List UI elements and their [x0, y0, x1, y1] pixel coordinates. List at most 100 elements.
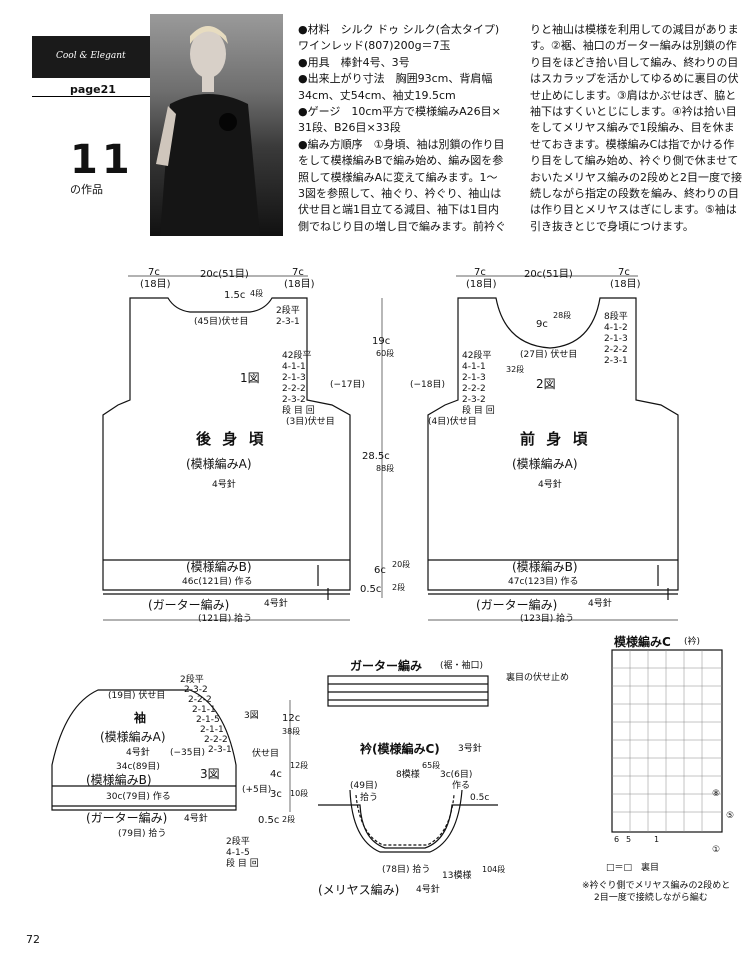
- collar-outline: [318, 804, 498, 849]
- sleeve-height-2-rows: 12段: [290, 761, 309, 770]
- collar-title: 衿(模様編みC): [360, 742, 440, 756]
- back-fig-label: 1図: [240, 371, 260, 385]
- pattern-c-title: 模様編みC: [614, 635, 671, 649]
- front-armhole-dec-0: 42段平: [462, 351, 492, 361]
- pattern-c-col-5: 5: [626, 835, 632, 844]
- sleeve-cap-dec-7: 2-3-1: [208, 745, 232, 755]
- sleeve-cap-dec-2: 2-2-2: [188, 695, 212, 705]
- pattern-c-note-2: 2目一度で接続しながら編む: [594, 893, 708, 903]
- garter-chart-note: 裏目の伏せ止め: [506, 673, 570, 683]
- collar-d2: 作る: [452, 781, 471, 791]
- work-suffix: の作品: [70, 183, 103, 196]
- height-2-rows: 88段: [376, 464, 395, 473]
- sleeve-cap-dec-0: 2段平: [180, 675, 204, 685]
- back-outline: [102, 297, 351, 591]
- sleeve-bind-side: 伏せ目: [252, 749, 280, 759]
- back-cast-on: 46c(121目) 作る: [182, 577, 253, 587]
- front-shoulder-width-r: 7c: [618, 267, 630, 278]
- sleeve-height-4-rows: 2段: [282, 815, 296, 824]
- front-armhole-dec-1: 4-1-1: [462, 362, 486, 372]
- front-armhole-bind: (4目)伏せ目: [428, 417, 477, 427]
- back-shoulder-stitches-r: (18目): [284, 279, 315, 290]
- collar-b: 拾う: [360, 793, 379, 803]
- back-garter-needle: 4号針: [264, 599, 288, 609]
- front-armhole-dec-4: 2-3-2: [462, 395, 486, 405]
- armhole-dec-5: 段 目 回: [282, 406, 315, 416]
- pattern-c-arrow-1: ①: [712, 845, 721, 855]
- height-1-rows: 60段: [376, 349, 395, 358]
- collar-e: 0.5c: [470, 793, 490, 803]
- back-pattern: (模様編みA): [186, 457, 252, 471]
- back-garter: (ガーター編み): [148, 598, 230, 612]
- instr-paragraph: りと袖山は模様を利用しての減目があります。②裾、袖口のガーター編みは別鎖の作り目…: [530, 23, 742, 233]
- collar-f: (78目) 拾う: [382, 865, 431, 875]
- front-title: 前 身 頃: [520, 430, 591, 448]
- collar-g-rows: 104段: [482, 865, 506, 874]
- back-neck-depth: 1.5c: [224, 290, 246, 301]
- height-2: 28.5c: [362, 451, 390, 462]
- height-3-rows: 20段: [392, 560, 411, 569]
- collar-c: 8模様: [396, 770, 420, 780]
- back-armhole-bind: (3目)伏せ目: [286, 417, 335, 427]
- instr-line: ●出来上がり寸法 胸囲93cm、背肩幅: [298, 72, 493, 86]
- collar-c-rows: 65段: [422, 761, 441, 770]
- height-3: 6c: [374, 565, 386, 576]
- collar-d: 3c(6目): [440, 770, 473, 780]
- instructions-col2: りと袖山は模様を利用しての減目があります。②裾、袖口のガーター編みは別鎖の作り目…: [530, 22, 742, 235]
- front-neck-bind: (27目) 伏せ目: [520, 350, 578, 360]
- back-shoulder-width-r: 7c: [292, 267, 304, 278]
- sleeve-band: (模様編みB): [86, 773, 152, 787]
- collar-base: (メリヤス編み): [318, 883, 400, 897]
- height-4-rows: 2段: [392, 583, 406, 592]
- collar-g: 13模様: [442, 871, 472, 881]
- instructions-col1: ●材料 シルク ドゥ シルク(合太タイプ) ワインレッド(807)200g＝7玉…: [298, 22, 520, 235]
- instr-line: 31段、B26目×33段: [298, 121, 401, 135]
- model-silhouette: [156, 26, 260, 236]
- instr-line: をして模様編みBで編み始め、編み図を参: [298, 154, 504, 168]
- front-garter: (ガーター編み): [476, 598, 558, 612]
- sleeve-width-lower: 30c(79目) 作る: [106, 792, 171, 802]
- sleeve-height-3-rows: 10段: [290, 789, 309, 798]
- sleeve-cap-dec-5: 2-1-1: [200, 725, 224, 735]
- front-garter-needle: 4号針: [588, 599, 612, 609]
- back-band: (模様編みB): [186, 560, 252, 574]
- armhole-dec-0: 42段平: [282, 351, 312, 361]
- back-neck-bind: (45目)伏せ目: [194, 317, 249, 327]
- front-outline: [427, 297, 679, 591]
- front-shoulder-stitches-r: (18目): [610, 279, 641, 290]
- model-photo: [150, 14, 283, 236]
- collar-base-needle: 4号針: [416, 885, 440, 895]
- back-neck-dec-b: 2-3-1: [276, 317, 300, 327]
- back-title: 後 身 頃: [196, 430, 267, 448]
- front-neck-dec-1: 4-1-2: [604, 323, 628, 333]
- sleeve-cap-dec-3: 2-1-1: [192, 705, 216, 715]
- height-4: 0.5c: [360, 584, 382, 595]
- sleeve-plus: (+5目): [242, 785, 272, 795]
- instr-line: ●材料 シルク ドゥ シルク(合太タイプ): [298, 23, 500, 36]
- sleeve-garter-needle: 4号針: [184, 814, 208, 824]
- armhole-dec-4: 2-3-2: [282, 395, 306, 405]
- front-pattern: (模様編みA): [512, 457, 578, 471]
- back-neck-dec-a: 2段平: [276, 306, 300, 316]
- instr-line: ●用具 棒針4号、3号: [298, 55, 410, 69]
- instr-line: ●ゲージ 10cm平方で模様編みA26目×: [298, 105, 501, 119]
- sleeve-title: 袖: [134, 711, 147, 725]
- front-neck-dec-2: 2-1-3: [604, 334, 628, 344]
- sleeve-height-3: 3c: [270, 789, 282, 800]
- sleeve-fig: 3図: [200, 767, 220, 781]
- front-neck-dec-0: 8段平: [604, 312, 628, 322]
- sleeve-pattern: (模様編みA): [100, 730, 166, 744]
- back-needle: 4号針: [212, 480, 236, 490]
- back-pickup: (121目) 拾う: [198, 614, 253, 624]
- front-fig-label: 2図: [536, 377, 556, 391]
- instr-line: 34cm、丈54cm、袖丈19.5cm: [298, 88, 456, 102]
- front-neck-rows: 28段: [553, 311, 572, 320]
- back-shoulder-width: 7c: [148, 267, 160, 278]
- front-armhole-rows: 32段: [506, 365, 525, 374]
- sleeve-width-upper: 34c(89目): [116, 762, 160, 772]
- back-neck-rows: 4段: [250, 289, 264, 298]
- page-ref: page21: [70, 83, 116, 96]
- sleeve-garter: (ガーター編み): [86, 811, 168, 825]
- front-neck-depth: 9c: [536, 319, 548, 330]
- back-armhole-stitches: (−17目): [330, 380, 366, 390]
